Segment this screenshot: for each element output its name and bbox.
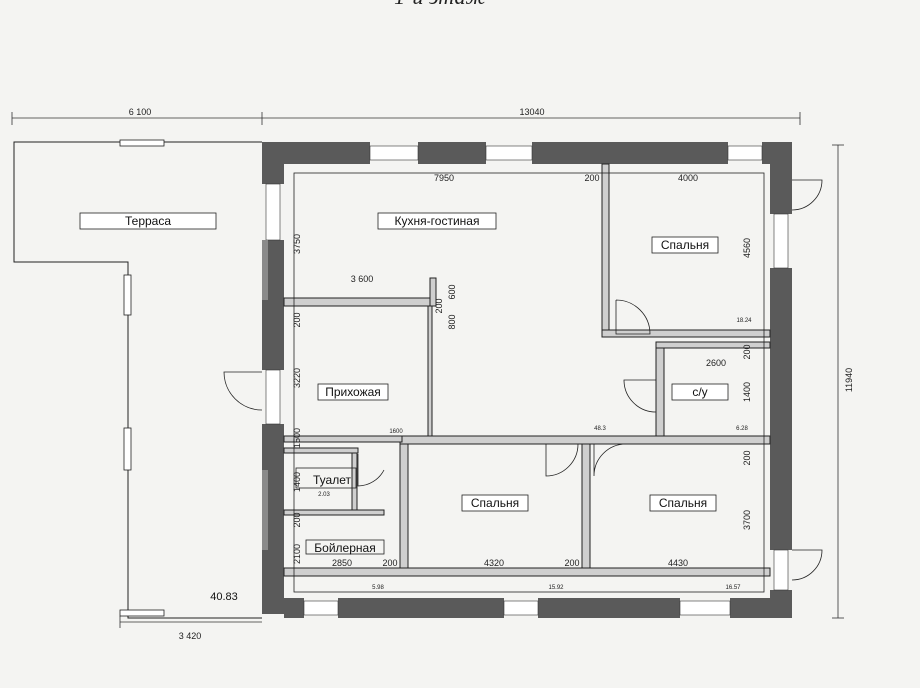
- dim-800: 800: [447, 314, 457, 329]
- dim-bottom-200b: 200: [564, 558, 579, 568]
- dim-kitchen-height: 3750: [292, 234, 302, 254]
- floor-title: 1-й этаж: [394, 0, 486, 9]
- interior-walls: [283, 163, 771, 577]
- boiler-label: Бойлерная: [314, 541, 375, 555]
- area-bedroom-s1: 15.92: [548, 585, 564, 591]
- terrace-outline: [13, 141, 262, 619]
- bedroom-s1-label: Спальня: [471, 496, 519, 510]
- area-bedroom-s2: 16.57: [725, 585, 741, 591]
- dim-right-total: 11940: [844, 368, 854, 392]
- dim-600: 600: [447, 284, 457, 299]
- kitchen-label: Кухня-гостиная: [395, 214, 480, 228]
- dim-terrace-bottom: 3 420: [179, 631, 202, 641]
- dim-bottom-2850: 2850: [332, 558, 352, 568]
- bathroom-label: с/у: [692, 385, 707, 399]
- area-boiler: 5.98: [372, 585, 384, 591]
- dim-200-a: 200: [434, 298, 444, 313]
- dim-bottom-4320: 4320: [484, 558, 504, 568]
- dim-bed-right-h: 3700: [742, 510, 752, 530]
- dim-bed-right-h-a: 200: [742, 450, 752, 465]
- hallway-label: Прихожая: [325, 385, 381, 399]
- dim-hall-partition: 3 600: [351, 274, 374, 284]
- dim-hall-height: 3220: [292, 368, 302, 388]
- dim-200-c: 200: [292, 512, 302, 527]
- dim-bedroom-width: 4000: [678, 173, 698, 183]
- dim-bath-width: 2600: [706, 358, 726, 368]
- area-toilet: 2.03: [318, 492, 330, 498]
- room-outlines: [293, 172, 765, 593]
- dim-1500: 1500: [292, 428, 302, 448]
- dimension-lines: [11, 112, 844, 628]
- room-labels: Терраса Кухня-гостиная Спальня Прихожая …: [79, 212, 729, 555]
- dim-kitchen-width: 7950: [434, 173, 454, 183]
- toilet-label: Туалет: [313, 473, 351, 487]
- dim-1600: 1600: [389, 429, 403, 435]
- dim-boiler-h: 2100: [292, 544, 302, 564]
- wall-shading: [262, 240, 268, 550]
- area-labels: 18.24 48.3 6.28 2.03 5.98 15.92 16.57 40…: [210, 318, 752, 603]
- dim-top-right: 13040: [519, 107, 544, 117]
- dim-bath-h-a: 200: [742, 344, 752, 359]
- terrace-posts: [119, 139, 165, 617]
- dim-bottom-200a: 200: [382, 558, 397, 568]
- terrace-label: Терраса: [125, 214, 171, 228]
- dim-toilet-h: 1400: [292, 472, 302, 492]
- dim-200-b: 200: [292, 312, 302, 327]
- bedroom-ne-label: Спальня: [661, 238, 709, 252]
- dimension-labels: 6 100 13040 7950 200 4000 3750 4560 3 60…: [129, 107, 854, 641]
- area-bedroom-ne: 18.24: [736, 318, 752, 324]
- dim-bedroom-height: 4560: [742, 238, 752, 258]
- bedroom-s2-label: Спальня: [659, 496, 707, 510]
- area-bath: 6.28: [736, 426, 748, 432]
- dim-bottom-4430: 4430: [668, 558, 688, 568]
- dim-top-left: 6 100: [129, 107, 152, 117]
- doors: [223, 179, 823, 581]
- dim-partition-top: 200: [584, 173, 599, 183]
- dim-bath-h-b: 1400: [742, 382, 752, 402]
- area-hall-small: 48.3: [594, 426, 606, 432]
- area-terrace: 40.83: [210, 591, 238, 603]
- windows: [265, 145, 789, 616]
